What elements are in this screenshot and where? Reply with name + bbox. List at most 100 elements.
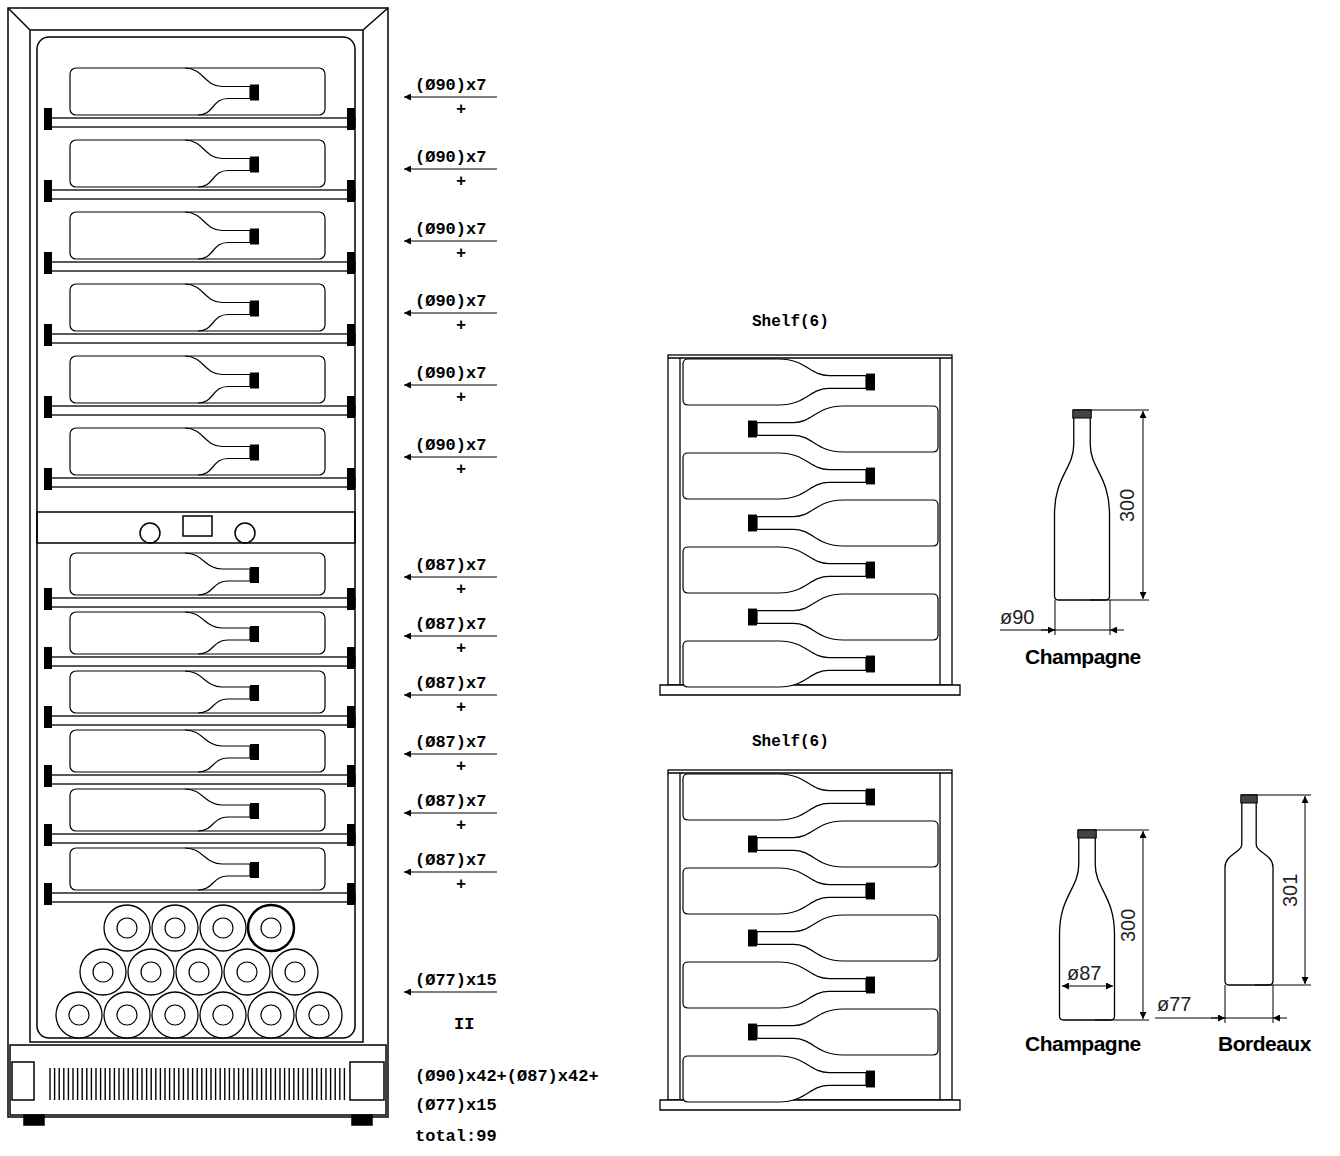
bottle-cap xyxy=(748,421,757,438)
shelf-bracket xyxy=(44,647,52,669)
bottle-neck xyxy=(185,428,250,475)
capacity-label: (Ø77)x15 xyxy=(415,972,497,990)
shelf-bracket xyxy=(347,765,355,787)
bottle-end xyxy=(248,992,294,1038)
bottle-rack-slot xyxy=(70,553,325,595)
bottle-side xyxy=(683,547,866,593)
vent-slot xyxy=(109,1068,110,1100)
bottle-end xyxy=(200,992,246,1038)
capacity-label: (Ø90)x7 xyxy=(415,437,486,455)
shelf-heading: Shelf(6) xyxy=(752,732,829,752)
vent-slot xyxy=(187,1068,188,1100)
vent-slot xyxy=(68,1068,69,1100)
leader-line xyxy=(404,635,497,636)
bottle-neck xyxy=(185,730,250,772)
vent-slot xyxy=(252,1068,253,1100)
frame-corner xyxy=(8,8,388,30)
shelf-bracket xyxy=(347,396,355,418)
bottle-neck xyxy=(185,612,250,654)
vent-slot xyxy=(330,1068,331,1100)
vent-slot xyxy=(215,1068,216,1100)
shelf-rail xyxy=(45,598,355,607)
dimension-label: ø90 xyxy=(1000,606,1034,628)
vent-slot xyxy=(344,1068,345,1100)
vent-slot xyxy=(302,1068,303,1100)
bottle-type-label: Bordeaux xyxy=(1218,1032,1311,1056)
bottle-cap xyxy=(748,609,757,626)
capacity-label: (Ø90)x7 xyxy=(415,365,486,383)
vent-slot xyxy=(219,1068,220,1100)
bottle-cap xyxy=(748,1024,757,1041)
bottle-side xyxy=(683,359,866,405)
bottle-rack-slot xyxy=(70,848,325,890)
vent-slot xyxy=(238,1068,239,1100)
bottle-cap xyxy=(250,862,259,878)
bottle-end xyxy=(189,962,209,982)
bottle-end xyxy=(165,918,185,938)
bottle-end xyxy=(309,1005,329,1025)
shelf-rail xyxy=(45,478,355,487)
bottle-cap xyxy=(250,803,259,819)
dimension-line xyxy=(1143,831,1144,1019)
bottle-cap xyxy=(250,685,259,701)
bottle-end xyxy=(141,962,161,982)
extension-line xyxy=(1090,410,1149,411)
shelf-frame xyxy=(939,773,940,1100)
bottle-cap xyxy=(748,836,757,853)
bottle-cap xyxy=(1078,830,1097,838)
leader-line xyxy=(404,168,497,169)
vent-slot xyxy=(118,1068,119,1100)
capacity-label: + xyxy=(456,581,466,599)
dimension-label: 300 xyxy=(1116,489,1138,522)
shelf-bracket xyxy=(44,883,52,905)
bottle-rack-slot xyxy=(70,612,325,654)
vent-slot xyxy=(178,1068,179,1100)
vent-slot xyxy=(206,1068,207,1100)
vent-slot xyxy=(54,1068,55,1100)
bottle-type-label: Champagne xyxy=(1025,1032,1141,1056)
vent-slot xyxy=(91,1068,92,1100)
vent-slot xyxy=(192,1068,193,1100)
extension-line xyxy=(1273,985,1274,1023)
capacity-label: + xyxy=(456,461,466,479)
vent-slot xyxy=(104,1068,105,1100)
bottle-cap xyxy=(250,229,259,245)
vent-slot xyxy=(233,1068,234,1100)
bottle-cap xyxy=(866,374,875,391)
vent-slot xyxy=(59,1068,60,1100)
shelf-bracket xyxy=(347,468,355,490)
shelf-diagram: Shelf(6) xyxy=(660,728,960,1112)
bottle-end xyxy=(296,992,342,1038)
vent-slot xyxy=(196,1068,197,1100)
extension-line xyxy=(1095,830,1149,831)
capacity-label: II xyxy=(454,1016,474,1034)
leader-line xyxy=(404,384,497,385)
dimension-line xyxy=(1041,630,1055,631)
bottle-end xyxy=(272,949,318,995)
bottle-cap xyxy=(866,789,875,806)
vent-slot xyxy=(339,1068,340,1100)
shelf-frame xyxy=(679,358,680,685)
shelf-bracket xyxy=(347,252,355,274)
vent-slot xyxy=(298,1068,299,1100)
capacity-label: (Ø87)x7 xyxy=(415,675,486,693)
shelf-bracket xyxy=(44,706,52,728)
vent-slot xyxy=(81,1068,82,1100)
vent-slot xyxy=(132,1068,133,1100)
bottle-cap xyxy=(866,977,875,994)
bottle-end xyxy=(152,992,198,1038)
bottle-neck xyxy=(185,356,250,403)
bottle-neck xyxy=(185,284,250,331)
bottle-profile xyxy=(1060,830,1115,1020)
bottle-cap xyxy=(1241,795,1257,803)
vent-slot xyxy=(325,1068,326,1100)
display xyxy=(183,516,212,536)
vent-slot xyxy=(127,1068,128,1100)
capacity-label: + xyxy=(456,758,466,776)
dimension-line xyxy=(1000,630,1110,631)
vent-slot xyxy=(289,1068,290,1100)
vent-slot xyxy=(86,1068,87,1100)
capacity-label: (Ø87)x7 xyxy=(415,793,486,811)
capacity-label: + xyxy=(456,640,466,658)
dimension-line xyxy=(1110,630,1124,631)
